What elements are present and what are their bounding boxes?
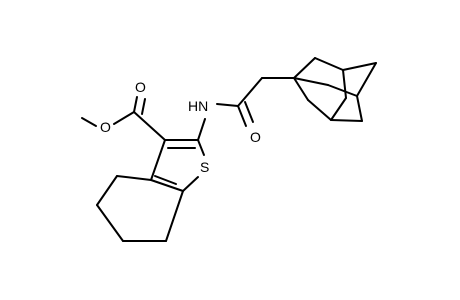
bond-o-ester-carbon [113,111,135,125]
bond-n-carbonyl-c [216,103,239,107]
bond-ester-carbon-o-double-a [133,96,138,113]
bond-methyl-o [81,117,97,127]
bond-c2-n [197,118,206,141]
bond-adam-c3-c10 [342,69,347,99]
bond-adam-c1-c9 [293,77,329,86]
bond-c3a-c3 [150,139,166,181]
bond-adam-c6-c7 [330,119,363,122]
bond-s-c7a [182,176,199,192]
bond-adam-c2-c3 [314,57,344,71]
atom-label-ester-ether-oxygen: O [100,119,111,135]
bond-adam-c1-c2 [293,57,316,79]
bond-ester-carbon-o-double-b [141,98,146,115]
bond-carbonyl-c-o-double-a [237,105,247,127]
bond-c7a-c3a-double-a [150,179,184,192]
atom-label-amide-oxygen: O [250,129,261,145]
bond-c2-s [197,139,205,156]
bond-c7-c7a [165,190,184,242]
bond-adam-c9-c5 [327,84,358,97]
bond-ester-carbon-c3 [133,111,166,141]
bond-c4-c5 [96,175,118,206]
atom-label-amide-nitrogen: HN [188,98,208,114]
bond-carbonyl-c-ch2 [237,77,263,107]
atom-label-thiophene-sulfur: S [200,159,209,175]
bond-c3a-c4 [116,175,152,181]
bond-adam-c5-c6 [356,95,363,122]
bond-adam-c7-c8 [307,99,332,121]
bond-c7a-c3a-double-b [154,175,177,185]
bond-adam-c8-c1 [293,77,309,101]
bond-adam-c10-c7 [330,97,347,121]
bond-carbonyl-c-o-double-b [244,101,254,123]
atom-label-ester-carbonyl-oxygen: O [135,79,146,95]
bond-adam-c4-c5 [356,62,377,97]
bond-adam-c3-c4 [342,62,377,71]
bond-c5-c6 [96,204,124,242]
